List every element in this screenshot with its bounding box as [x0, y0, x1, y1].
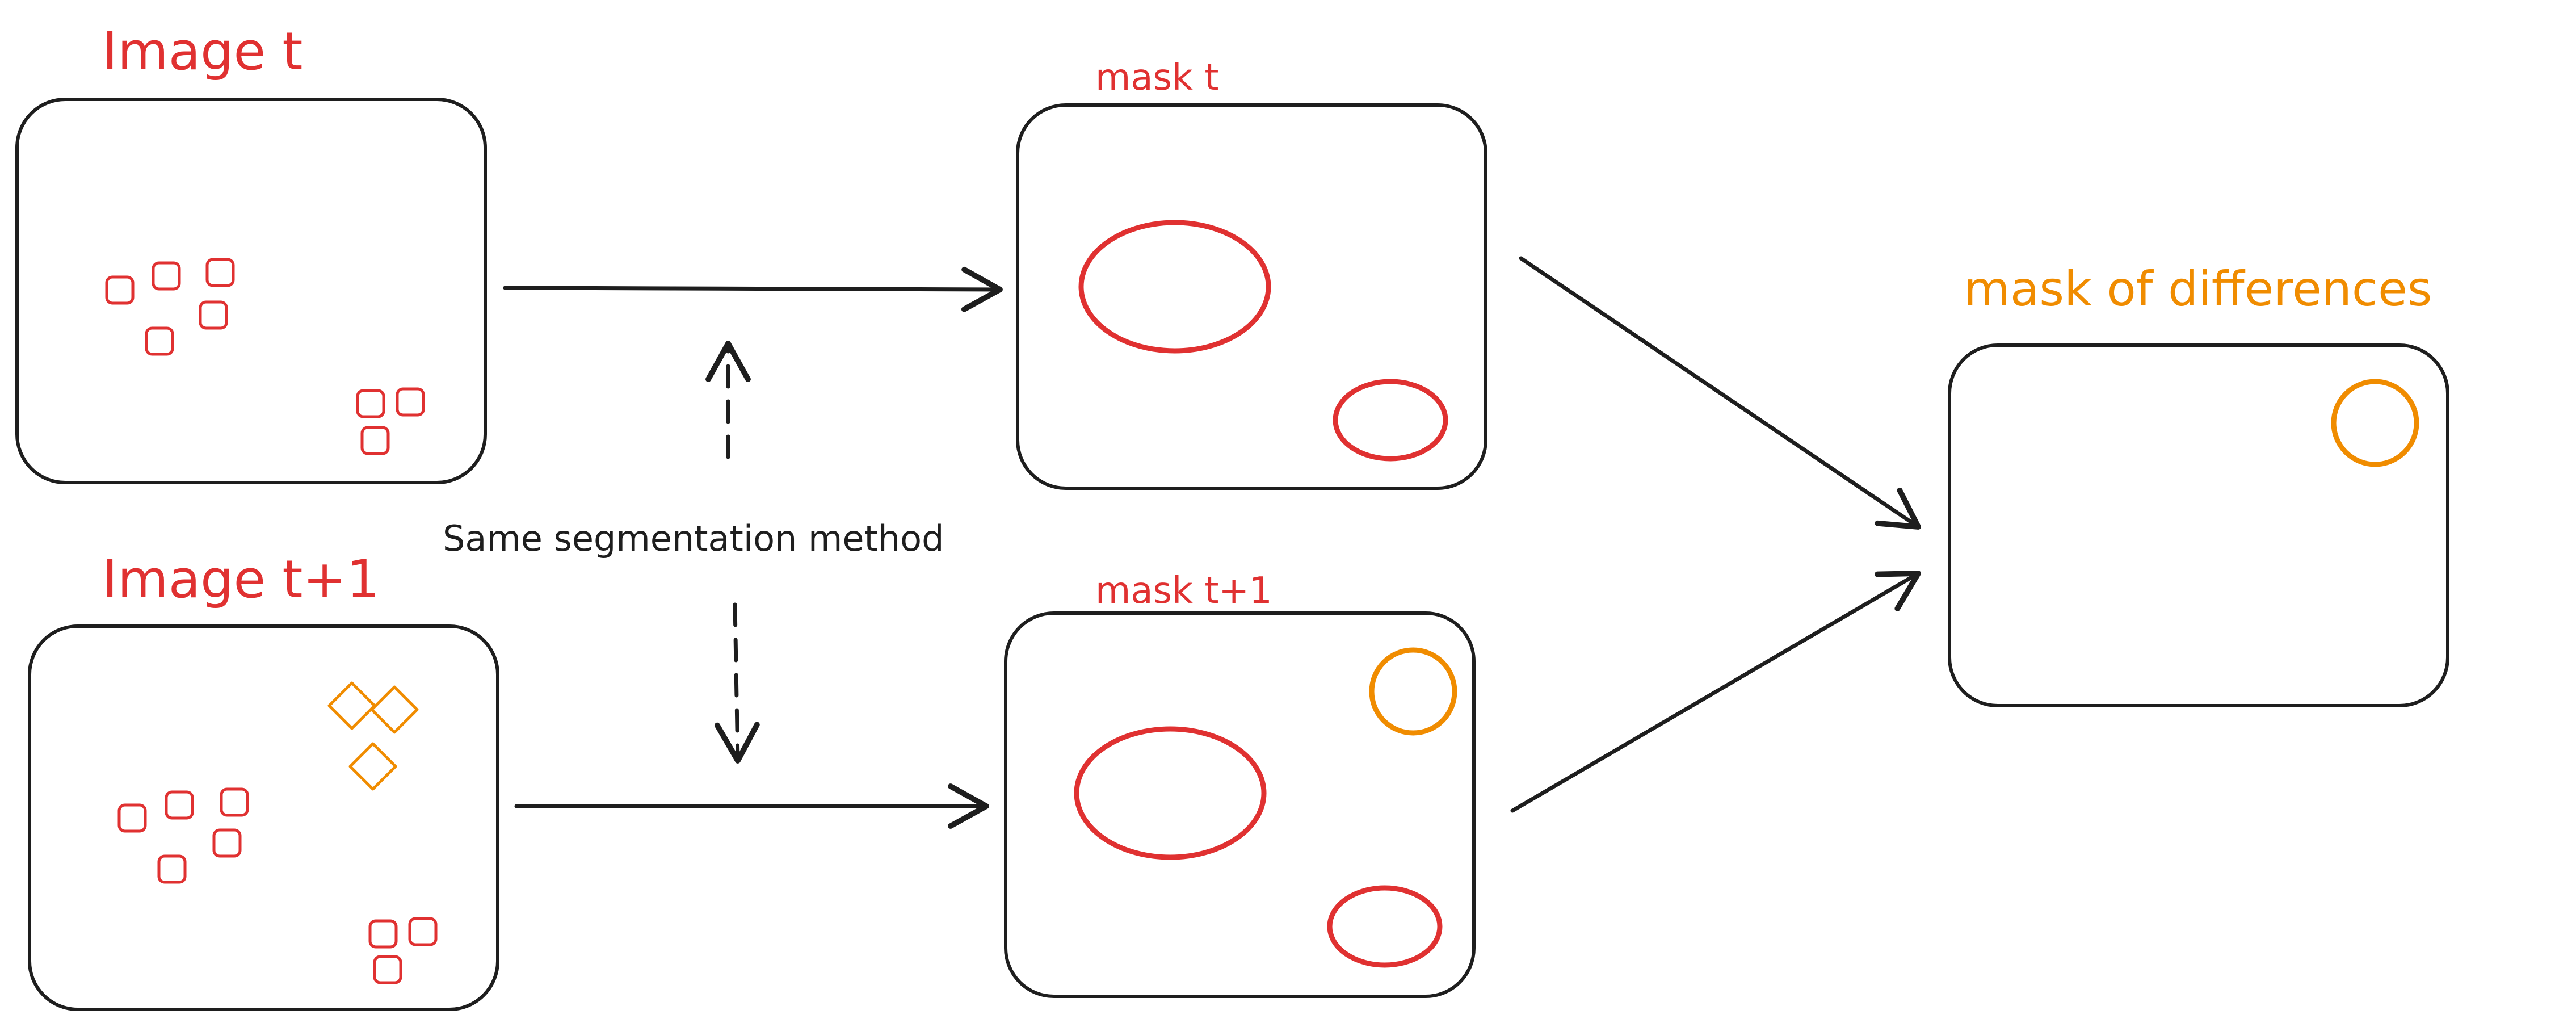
red-square	[152, 261, 181, 291]
mask-t1-new-region	[1369, 647, 1457, 736]
orange-diamond	[370, 685, 419, 734]
method-label: Same segmentation method	[443, 518, 944, 559]
red-square	[368, 919, 398, 949]
red-square	[360, 426, 390, 455]
red-square	[145, 326, 174, 356]
mask-t1-small-region	[1327, 885, 1443, 968]
red-square	[408, 917, 438, 946]
image-t1-new-objects	[327, 681, 419, 791]
mask-t1-label: mask t+1	[1095, 570, 1272, 612]
red-square	[220, 787, 249, 817]
image-t1-panel	[28, 624, 499, 1011]
red-square	[205, 258, 235, 287]
arrow-mask-t1-to-diff	[1510, 571, 1921, 813]
dashed-arrow-down	[714, 602, 760, 764]
mask-t1-panel	[1004, 611, 1476, 998]
arrow-image-t-to-mask-t	[503, 266, 1003, 312]
mask-diff-region	[2331, 379, 2419, 467]
orange-diamond	[348, 742, 397, 791]
mask-t-small-region	[1333, 379, 1448, 462]
mask-diff-panel	[1948, 343, 2449, 707]
red-square	[105, 275, 135, 305]
image-t-label: Image t	[102, 21, 302, 82]
red-square	[165, 790, 194, 820]
image-t-panel	[15, 98, 487, 484]
image-t1-label: Image t+1	[102, 549, 380, 610]
red-square	[117, 803, 147, 833]
red-square	[212, 828, 242, 858]
mask-diff-label: mask of differences	[1964, 261, 2432, 317]
red-square	[396, 387, 425, 417]
red-square	[157, 854, 187, 884]
red-square	[199, 300, 228, 330]
mask-t-label: mask t	[1095, 57, 1218, 99]
arrow-mask-t-to-diff	[1519, 256, 1921, 530]
orange-diamond	[327, 681, 376, 730]
mask-t-panel	[1016, 103, 1487, 490]
red-square	[373, 955, 402, 984]
mask-t-large-region	[1078, 220, 1271, 354]
red-square	[356, 389, 385, 418]
mask-t1-large-region	[1074, 726, 1267, 860]
image-t1-objects	[117, 787, 438, 984]
image-t-objects	[105, 258, 425, 455]
